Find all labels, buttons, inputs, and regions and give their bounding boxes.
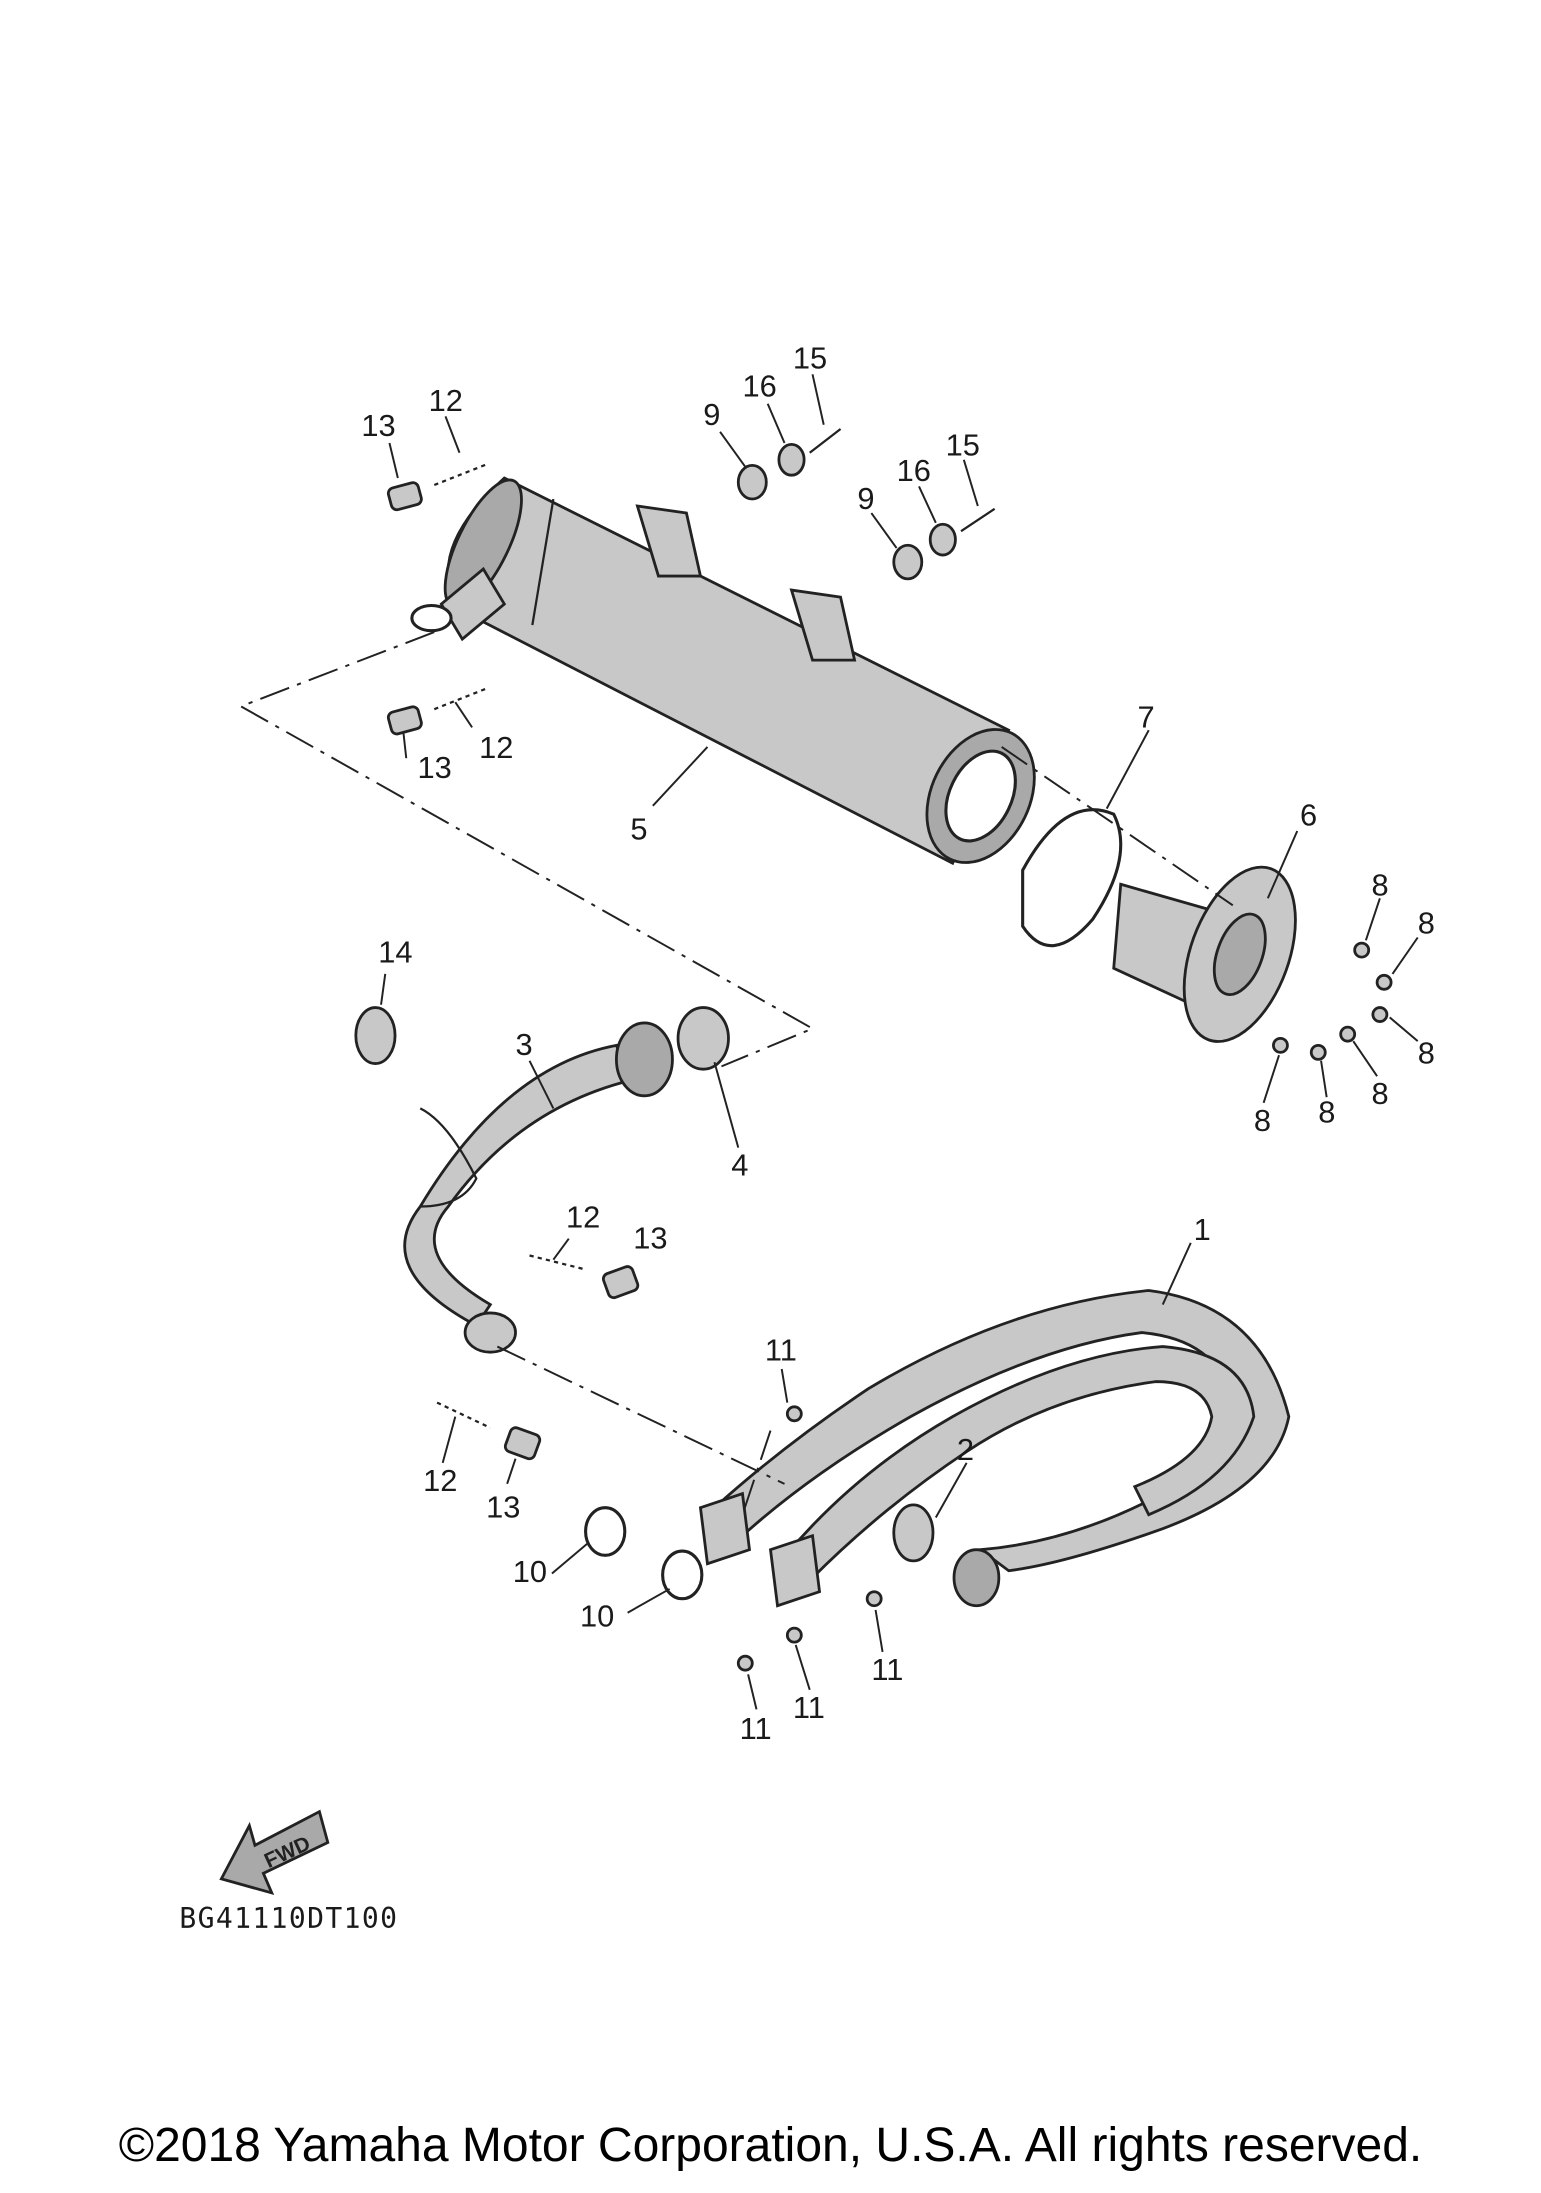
callout-9-a: 9: [703, 397, 720, 432]
muffler-part-5: [410, 476, 1036, 866]
assembly-lines: [238, 631, 1234, 1515]
callout-4: 4: [731, 1148, 748, 1183]
callout-14: 14: [378, 935, 412, 970]
callout-11-b: 11: [871, 1652, 903, 1687]
callout-8-b: 8: [1418, 905, 1435, 940]
callout-12-c: 12: [566, 1199, 600, 1234]
callout-8-a: 8: [1371, 867, 1388, 902]
diagram-code: BG41110DT100: [179, 1902, 398, 1935]
springs-and-sleeves: [386, 462, 640, 1461]
exhaust-pipe-part-3: [403, 1021, 674, 1354]
callout-13-a: 13: [361, 408, 395, 443]
callout-10-b: 10: [580, 1599, 614, 1634]
callout-12-b: 12: [479, 730, 513, 765]
callout-13-b: 13: [417, 750, 451, 785]
gasket-ring-part-2: [892, 1503, 935, 1563]
leader-lines: [380, 374, 1419, 1710]
callout-8-f: 8: [1254, 1103, 1271, 1138]
callout-7: 7: [1138, 699, 1155, 734]
callout-13-c: 13: [633, 1220, 667, 1255]
end-cap-part-6: [1112, 865, 1297, 1043]
callout-8-e: 8: [1318, 1094, 1335, 1129]
o-ring-part-10-b: [661, 1549, 704, 1601]
callout-8-d: 8: [1371, 1076, 1388, 1111]
damper-part-14: [354, 1006, 397, 1065]
gasket-part-7: [1021, 808, 1123, 948]
gasket-ring-part-4: [676, 1006, 730, 1071]
exhaust-pipe-part-1: [698, 1289, 1291, 1608]
copyright-notice: ©2018 Yamaha Motor Corporation, U.S.A. A…: [118, 2119, 1423, 2172]
callout-3: 3: [516, 1027, 533, 1062]
callout-11-a: 11: [765, 1333, 797, 1368]
callout-16-a: 16: [742, 369, 776, 404]
callout-15-b: 15: [946, 428, 980, 463]
callout-15-a: 15: [793, 341, 827, 376]
callout-1: 1: [1194, 1212, 1211, 1247]
callout-11-c: 11: [793, 1690, 825, 1725]
callout-11-d: 11: [740, 1711, 772, 1746]
callout-16-b: 16: [897, 453, 931, 488]
callout-10-a: 10: [513, 1554, 547, 1589]
mount-hardware: [736, 428, 996, 581]
callout-2: 2: [957, 1432, 974, 1467]
callout-6: 6: [1300, 797, 1317, 832]
callout-5: 5: [630, 811, 647, 846]
callout-13-d: 13: [486, 1489, 520, 1524]
callout-9-b: 9: [857, 481, 874, 516]
callouts: 1 2 3 4 5 6 7 8 8 8 8 8 8 9 9 10 10 11 1…: [361, 341, 1434, 1746]
callout-8-c: 8: [1418, 1036, 1435, 1071]
o-ring-part-10-a: [584, 1506, 627, 1557]
callout-12-a: 12: [429, 383, 463, 418]
forward-arrow-icon: FWD: [219, 1809, 330, 1896]
callout-12-d: 12: [423, 1463, 457, 1498]
bolts: [736, 941, 1393, 1672]
